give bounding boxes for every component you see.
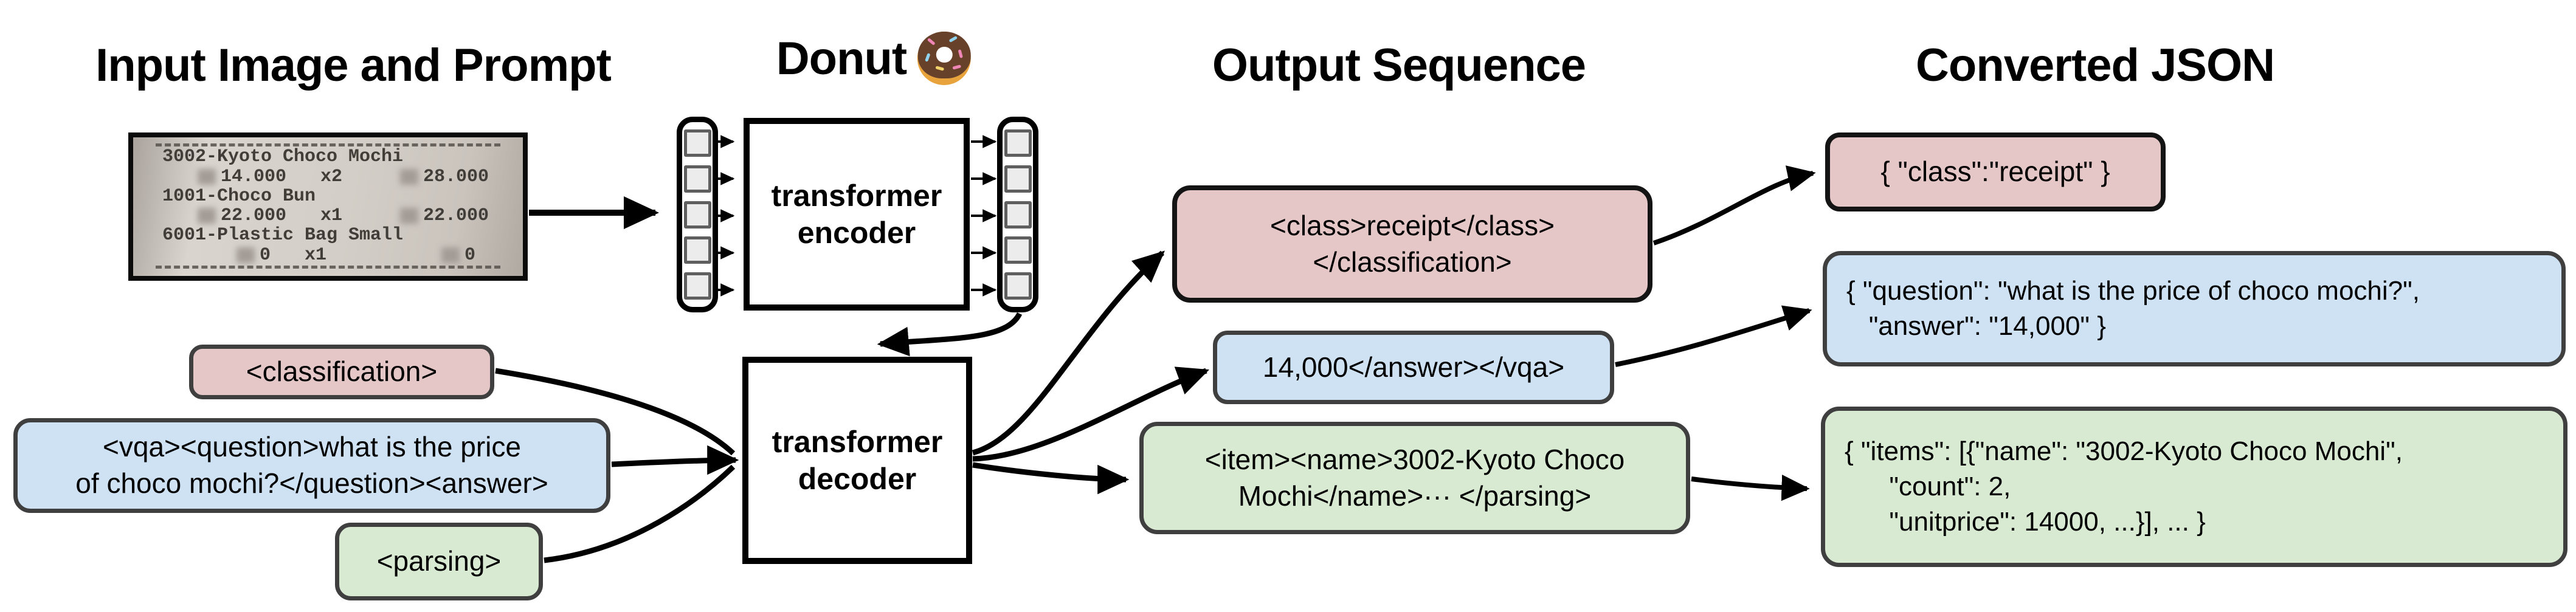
redaction-blur	[441, 247, 460, 263]
json-box-classification: { "class":"receipt" }	[1825, 132, 2166, 211]
donut-title: Donut	[776, 32, 907, 84]
receipt-unit-price: 0	[260, 244, 271, 266]
receipt-qty: x1	[305, 244, 327, 266]
patch-square	[1004, 201, 1032, 229]
receipt-unit-price: 14.000	[221, 166, 287, 187]
json-box-vqa: { "question": "what is the price of choc…	[1823, 251, 2566, 366]
decoder-label: transformer decoder	[772, 424, 943, 496]
patch-square	[1004, 236, 1032, 264]
arrow-prompt-vqa-to-decoder	[611, 445, 739, 475]
redaction-blur	[198, 168, 216, 185]
receipt-divider-top	[155, 143, 501, 146]
arrow-features-to-decoder	[877, 312, 1023, 357]
patch-square	[683, 201, 711, 229]
receipt-line: 22.000 x1 22.000	[198, 207, 509, 225]
receipt-image: 3002-Kyoto Choco Mochi 14.000 x2 28.000 …	[128, 132, 528, 281]
transformer-decoder-box: transformer decoder	[742, 357, 972, 564]
receipt-qty: x1	[320, 205, 343, 227]
redaction-blur	[399, 168, 418, 185]
json-column-header: Converted JSON	[1916, 40, 2275, 91]
patch-square	[683, 236, 711, 264]
prompt-box-classification: <classification>	[189, 345, 494, 399]
feature-patch-strip	[997, 117, 1038, 312]
redaction-blur	[198, 208, 216, 224]
output-column-header: Output Sequence	[1212, 40, 1586, 91]
prompt-box-parsing: <parsing>	[335, 523, 543, 600]
encoder-label: transformer encoder	[771, 178, 942, 250]
json-box-parsing: { "items": [{"name": "3002-Kyoto Choco M…	[1821, 407, 2567, 567]
output-box-parsing: <item><name>3002-Kyoto Choco Mochi</name…	[1139, 422, 1690, 534]
receipt-line: 6001-Plastic Bag Small	[162, 225, 404, 246]
receipt-line: 14.000 x2 28.000	[198, 168, 509, 186]
receipt-divider-bottom	[155, 265, 501, 269]
output-box-classification: <class>receipt</class> </classification>	[1172, 185, 1652, 303]
receipt-unit-price: 22.000	[221, 205, 287, 227]
receipt-line: 0 x1 0	[237, 246, 509, 264]
patch-square	[683, 165, 711, 193]
arrow-decoder-to-output-parsing	[972, 462, 1130, 495]
patch-square	[1004, 272, 1032, 300]
input-column-header: Input Image and Prompt	[95, 40, 612, 91]
input-patch-strip	[677, 117, 718, 312]
receipt-qty: x2	[320, 166, 343, 187]
transformer-encoder-box: transformer encoder	[744, 118, 970, 311]
output-box-vqa: 14,000</answer></vqa>	[1213, 331, 1614, 404]
receipt-line: 3002-Kyoto Choco Mochi	[162, 146, 404, 168]
patch-square	[1004, 165, 1032, 193]
prompt-box-vqa: <vqa><question>what is the price of choc…	[13, 418, 610, 513]
receipt-total: 28.000	[423, 166, 489, 187]
arrow-output-to-json-parsing	[1691, 475, 1810, 501]
redaction-blur	[399, 208, 418, 224]
redaction-blur	[237, 247, 255, 263]
arrows-encoder-to-features	[971, 135, 997, 297]
arrow-output-to-json-classification	[1652, 165, 1816, 246]
receipt-line: 1001-Choco Bun	[162, 185, 316, 207]
donut-column-header: Donut	[776, 32, 972, 85]
receipt-total: 0	[464, 244, 475, 266]
patch-square	[683, 272, 711, 300]
patch-square	[683, 129, 711, 157]
receipt-total: 22.000	[423, 205, 489, 227]
donut-icon	[917, 32, 972, 85]
arrow-output-to-json-vqa	[1615, 305, 1812, 367]
patch-square	[1004, 129, 1032, 157]
